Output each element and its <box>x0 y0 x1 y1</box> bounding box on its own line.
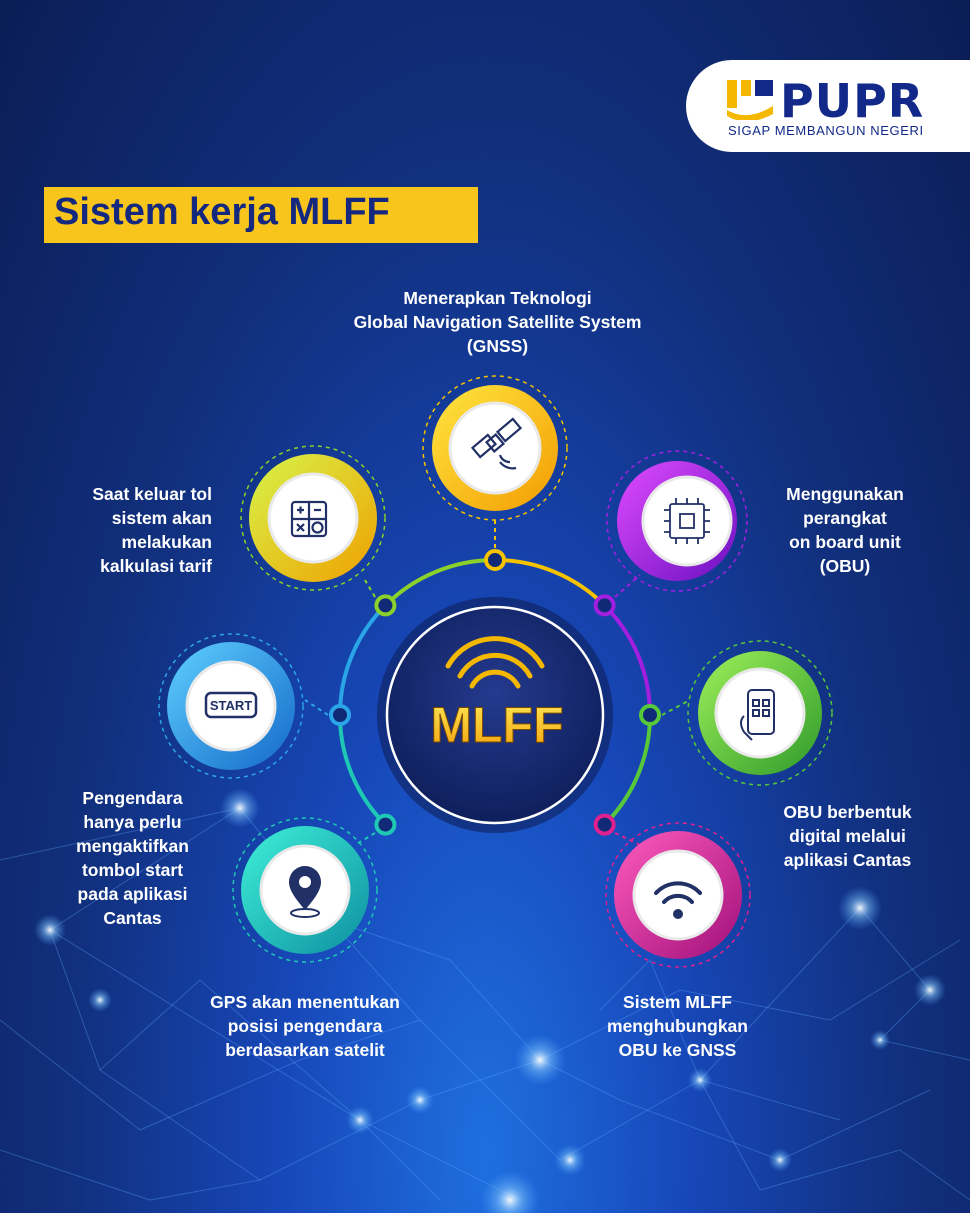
label-digital: OBU berbentuk digital melalui aplikasi C… <box>783 802 912 870</box>
page-title: Sistem kerja MLFF <box>54 191 390 233</box>
node-digital <box>687 640 833 786</box>
label-tariff: Saat keluar tol sistem akan melakukan ka… <box>92 484 212 576</box>
start-button-icon: START <box>204 691 258 719</box>
phone-qr-icon <box>740 689 775 741</box>
label-gps: GPS akan menentukan posisi pengendara be… <box>210 992 400 1060</box>
wifi-icon <box>654 881 702 919</box>
node-start: START <box>158 633 304 779</box>
mlff-center: MLFF <box>377 597 613 833</box>
satellite-icon <box>470 417 523 470</box>
label-obu: Menggunakan perangkat on board unit (OBU… <box>786 484 904 576</box>
location-pin-icon <box>289 866 321 918</box>
start-button-text: START <box>210 698 252 713</box>
signal-waves-icon <box>445 636 545 689</box>
brand-name: PUPR <box>780 74 925 128</box>
brand-tagline: SIGAP MEMBANGUN NEGERI <box>728 123 924 138</box>
calculator-icon <box>290 500 328 538</box>
chip-icon <box>664 498 710 544</box>
node-gnss <box>422 375 568 521</box>
node-connect <box>605 822 751 968</box>
label-gnss: Menerapkan Teknologi Global Navigation S… <box>353 288 642 356</box>
pupr-logo-mark <box>727 80 773 120</box>
label-start: Pengendara hanya perlu mengaktifkan tomb… <box>76 788 189 928</box>
title-highlight <box>44 187 478 243</box>
node-tariff <box>240 445 386 591</box>
node-gps <box>232 817 378 963</box>
node-obu <box>606 450 748 592</box>
center-label: MLFF <box>430 697 563 753</box>
label-connect: Sistem MLFF menghubungkan OBU ke GNSS <box>607 992 748 1060</box>
